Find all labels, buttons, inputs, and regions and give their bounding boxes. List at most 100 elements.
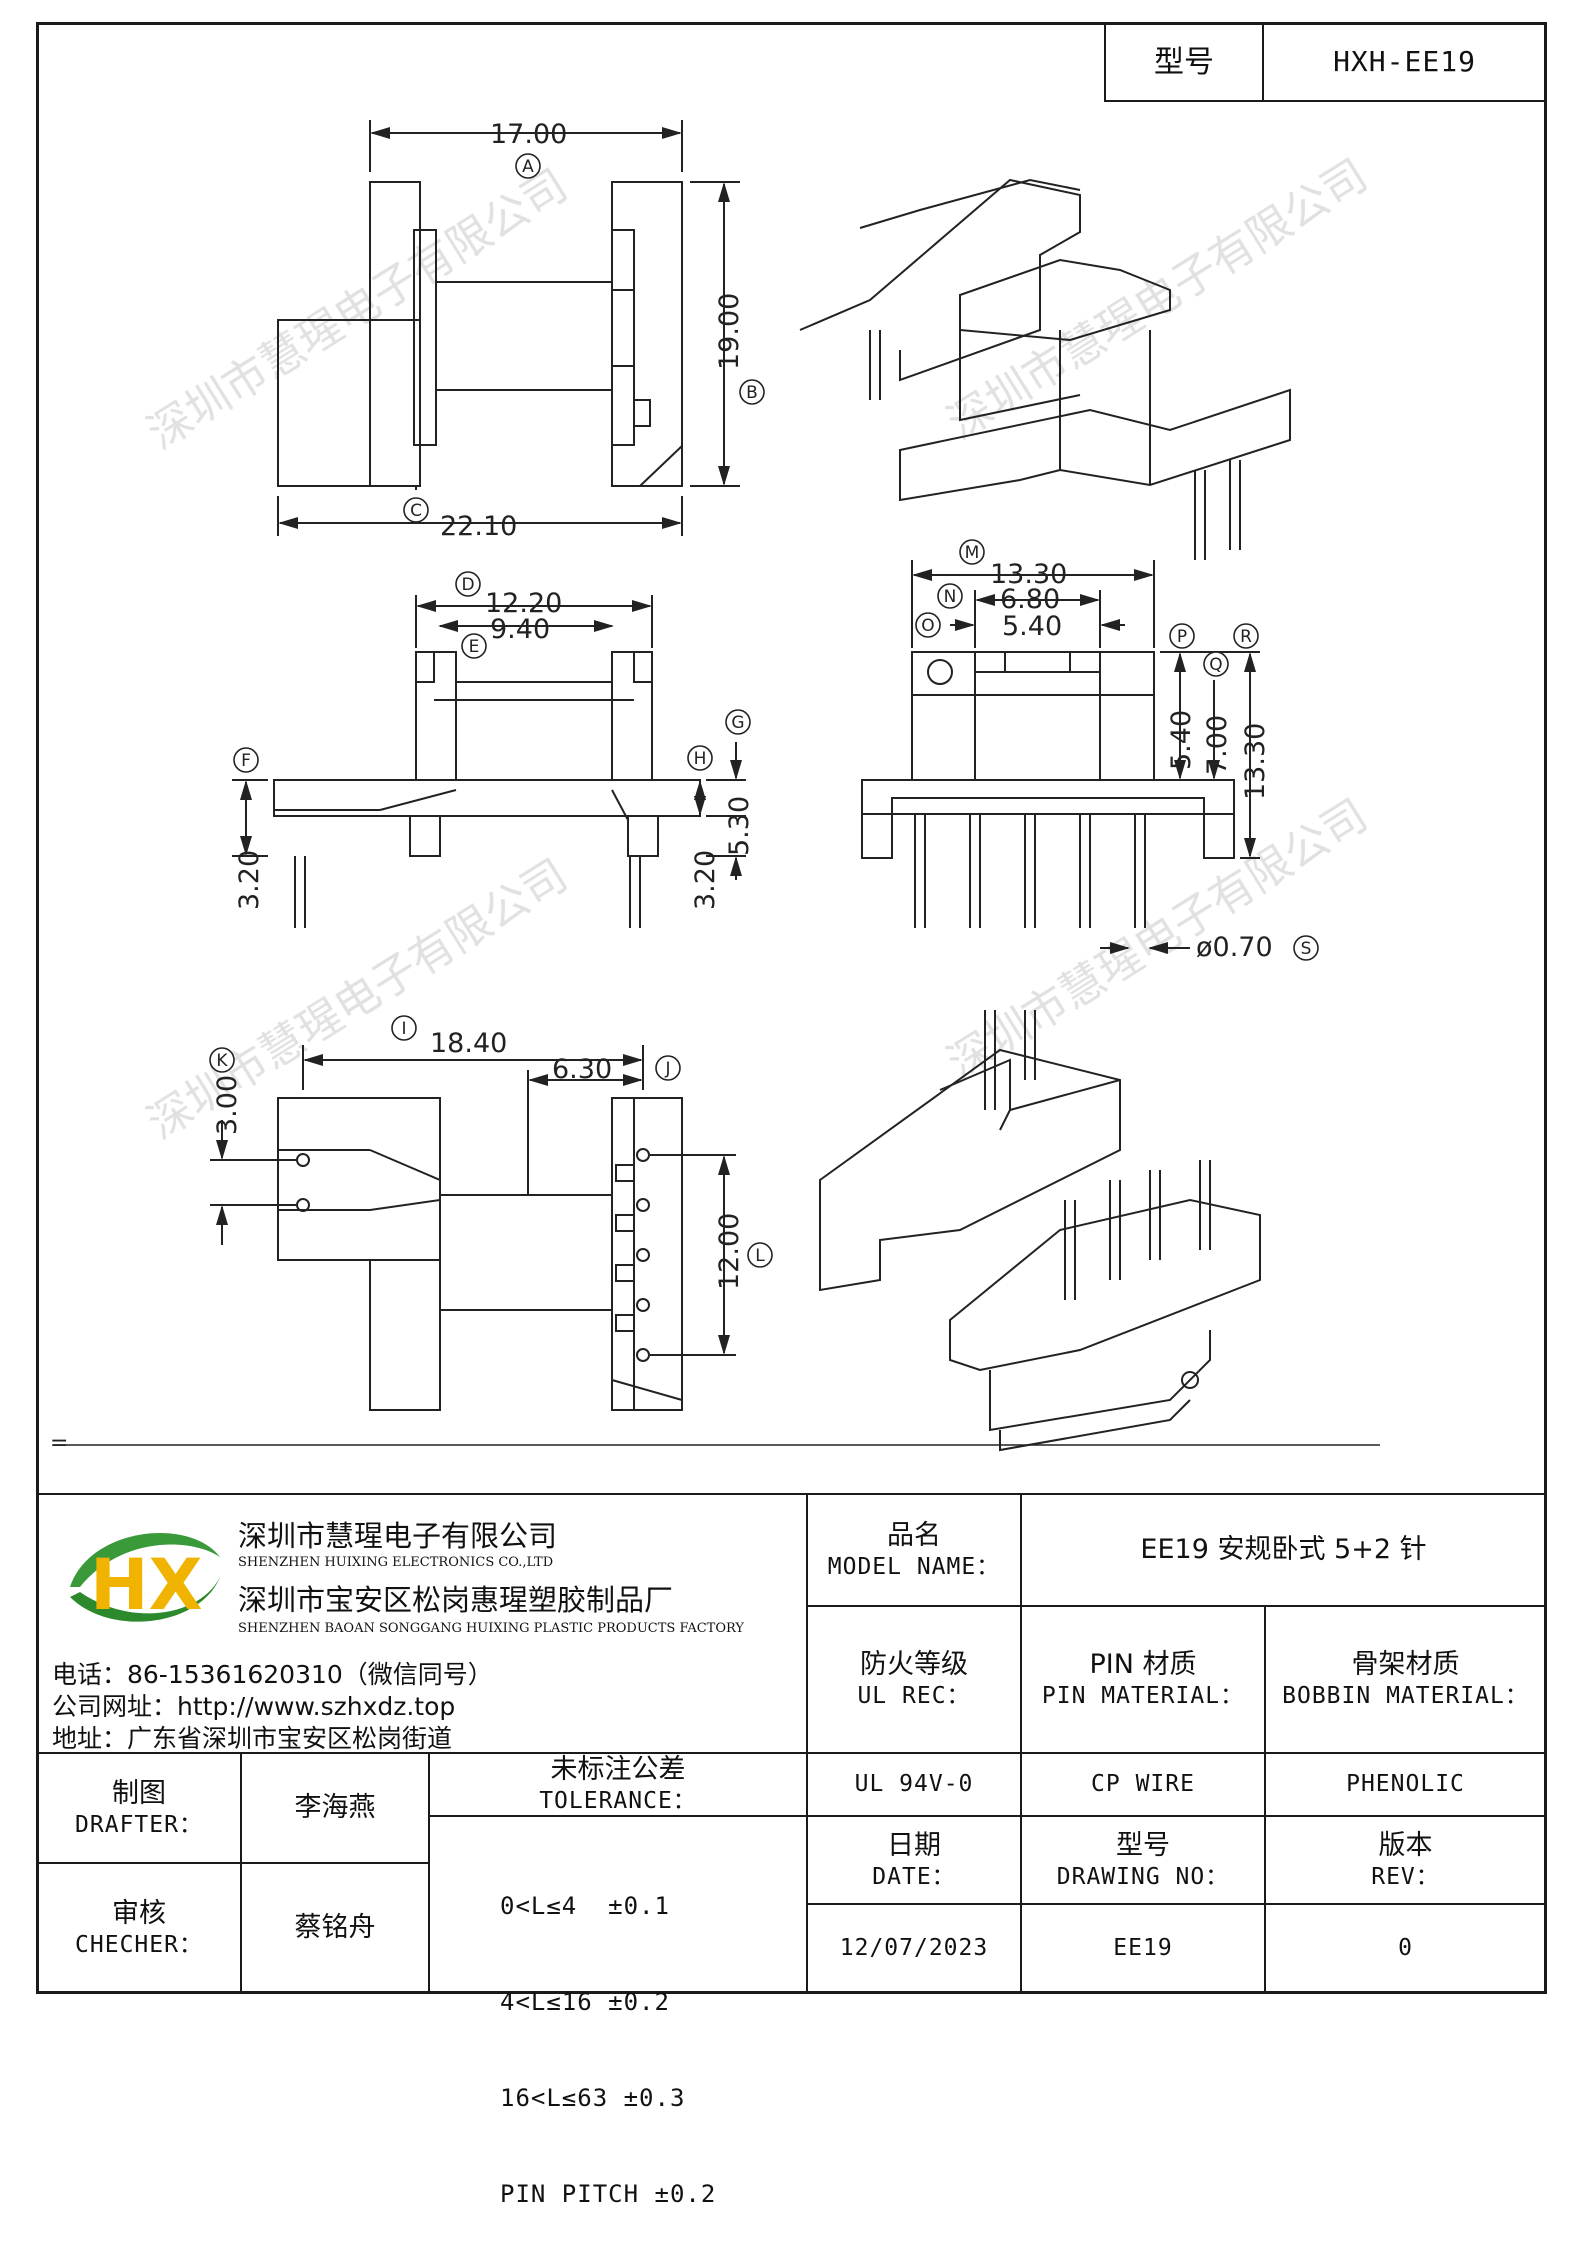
tolerance-list: 0<L≤4 ±0.1 4<L≤16 ±0.2 16<L≤63 ±0.3 PIN … <box>500 1826 716 2242</box>
drafter-value: 李海燕 <box>294 1792 376 1824</box>
tolerance-cn: 未标注公差 <box>550 1754 686 1786</box>
technical-drawing: 深圳市慧瑆电子有限公司 深圳市慧瑆电子有限公司 深圳市慧瑆电子有限公司 深圳市慧… <box>50 119 1380 1456</box>
logo-letters: HX <box>90 1544 203 1626</box>
circle-letter: F <box>241 751 251 771</box>
factory-name-en: SHENZHEN BAOAN SONGGANG HUIXING PLASTIC … <box>238 1621 744 1636</box>
circle-letter: G <box>731 713 744 733</box>
bobbin-material-cn: 骨架材质 <box>1351 1649 1460 1680</box>
checker-cn: 审核 <box>112 1897 166 1929</box>
rev-cn: 版本 <box>1378 1829 1433 1861</box>
checker-header: 审核 CHECHER： <box>38 1864 240 1992</box>
dim-B-value: 19.00 <box>714 293 745 370</box>
drafter-header: 制图 DRAFTER： <box>38 1754 240 1862</box>
circle-letter: D <box>461 575 474 595</box>
date-value: 12/07/2023 <box>839 1934 989 1961</box>
drafter-cn: 制图 <box>112 1777 166 1809</box>
watermark-text: 深圳市慧瑆电子有限公司 <box>939 150 1376 450</box>
view-bottom <box>210 1045 736 1411</box>
pin-material-value: CP WIRE <box>1091 1770 1195 1797</box>
equals-mark: = <box>50 1431 68 1456</box>
dim-M-value: 13.30 <box>990 559 1067 590</box>
date-cn: 日期 <box>887 1829 941 1861</box>
pin-material-header: PIN 材质 PIN MATERIAL： <box>1022 1607 1264 1752</box>
checker-value: 蔡铭舟 <box>294 1912 376 1944</box>
tolerance-row: 4<L≤16 ±0.2 <box>500 1988 670 2016</box>
dim-P-value: 5.40 <box>1166 710 1197 770</box>
dim-O-value: 5.40 <box>1002 611 1062 642</box>
ul-rec-header: 防火等级 UL REC： <box>808 1607 1020 1752</box>
circle-label-letters: A B C D E F G H I J K L M N O P Q R S <box>216 157 1311 1266</box>
model-box: 型号 HXH-EE19 <box>1104 24 1545 102</box>
circle-letter: C <box>410 501 422 521</box>
watermarks: 深圳市慧瑆电子有限公司 深圳市慧瑆电子有限公司 深圳市慧瑆电子有限公司 深圳市慧… <box>139 150 1376 1150</box>
ul-rec-cn: 防火等级 <box>860 1649 968 1680</box>
drawing-no-cn: 型号 <box>1116 1829 1170 1861</box>
dim-K-value: 3.00 <box>212 1075 243 1135</box>
company-address: 地址：广东省深圳市宝安区松岗街道 <box>52 1724 453 1753</box>
drawing-no-header: 型号 DRAWING NO： <box>1022 1817 1264 1903</box>
rev-value: 0 <box>1398 1934 1413 1961</box>
circle-letter: E <box>469 637 480 657</box>
model-name-value: EE19 安规卧式 5+2 针 <box>1140 1534 1427 1566</box>
model-value: HXH-EE19 <box>1333 44 1476 78</box>
circle-letter: A <box>522 157 534 177</box>
pin-material-en: PIN MATERIAL： <box>1041 1683 1245 1710</box>
checker-en: CHECHER： <box>75 1931 203 1958</box>
dim-H-value: 5.30 <box>724 796 755 856</box>
dim-R-value: 13.30 <box>1240 723 1271 800</box>
circle-letter: Q <box>1209 655 1222 675</box>
pins <box>914 814 1146 928</box>
drafter-en: DRAFTER： <box>75 1811 203 1838</box>
circle-letter: P <box>1177 627 1187 647</box>
circle-letter: M <box>965 543 980 563</box>
watermark-text: 深圳市慧瑆电子有限公司 <box>139 160 576 460</box>
dim-S-value: ø0.70 <box>1196 932 1273 963</box>
circle-letter: J <box>664 1059 670 1079</box>
circle-letter: R <box>1240 627 1252 647</box>
company-name-cn: 深圳市慧瑆电子有限公司 <box>238 1519 558 1553</box>
tolerance-en: TOLERANCE： <box>539 1788 697 1815</box>
bobbin-material-header: 骨架材质 BOBBIN MATERIAL： <box>1266 1607 1545 1752</box>
circle-letter: B <box>746 383 758 403</box>
dim-I-value: 18.40 <box>430 1028 507 1059</box>
view-side-top <box>277 120 740 536</box>
title-block-top-border <box>38 1493 1545 1495</box>
dim-E-value: 9.40 <box>490 614 550 645</box>
company-logo: HX <box>50 1517 230 1637</box>
view-end <box>861 560 1260 954</box>
dim-L-value: 12.00 <box>714 1213 745 1290</box>
bobbin-material-value: PHENOLIC <box>1346 1770 1465 1797</box>
company-phone: 电话：86-15361620310（微信同号） <box>52 1660 493 1689</box>
bobbin-material-en: BOBBIN MATERIAL： <box>1282 1683 1529 1710</box>
watermark-text: 深圳市慧瑆电子有限公司 <box>139 850 576 1150</box>
company-website: 公司网址：http://www.szhxdz.top <box>52 1692 456 1721</box>
circle-letter: N <box>944 587 957 607</box>
circle-letter: O <box>921 616 934 636</box>
dim-J-value: 6.30 <box>552 1054 612 1085</box>
dim-D-value: 12.20 <box>485 588 562 619</box>
circle-letter: K <box>216 1051 228 1071</box>
tolerance-header: 未标注公差 TOLERANCE： <box>430 1754 806 1815</box>
tolerance-row: PIN PITCH ±0.2 <box>500 2180 717 2208</box>
circle-letter: S <box>1301 939 1312 959</box>
tolerance-row: 16<L≤63 ±0.3 <box>500 2084 686 2112</box>
dim-G-value: 3.20 <box>690 850 721 910</box>
date-header: 日期 DATE： <box>808 1817 1020 1903</box>
dim-F-value: 3.20 <box>234 850 265 910</box>
circle-letter: H <box>694 749 707 769</box>
company-name-en: SHENZHEN HUIXING ELECTRONICS CO.,LTD <box>238 1555 554 1570</box>
ul-rec-en: UL REC： <box>857 1683 971 1710</box>
circle-letter: L <box>755 1246 765 1266</box>
drawing-no-en: DRAWING NO： <box>1056 1863 1230 1890</box>
dim-A-value: 17.00 <box>490 119 567 150</box>
tolerance-row: 0<L≤4 ±0.1 <box>500 1892 670 1920</box>
circle-labels <box>209 153 1319 1268</box>
model-label: 型号 <box>1106 24 1264 100</box>
date-en: DATE： <box>872 1863 956 1890</box>
dim-N-value: 6.80 <box>1000 584 1060 615</box>
model-name-header: 品名 MODEL NAME： <box>808 1495 1020 1605</box>
dim-C-value: 22.10 <box>440 511 517 542</box>
factory-name-cn: 深圳市宝安区松岗惠瑆塑胶制品厂 <box>238 1583 674 1617</box>
model-name-en: MODEL NAME： <box>827 1553 1001 1580</box>
company-block: HX 深圳市慧瑆电子有限公司 SHENZHEN HUIXING ELECTRON… <box>38 1495 806 1753</box>
